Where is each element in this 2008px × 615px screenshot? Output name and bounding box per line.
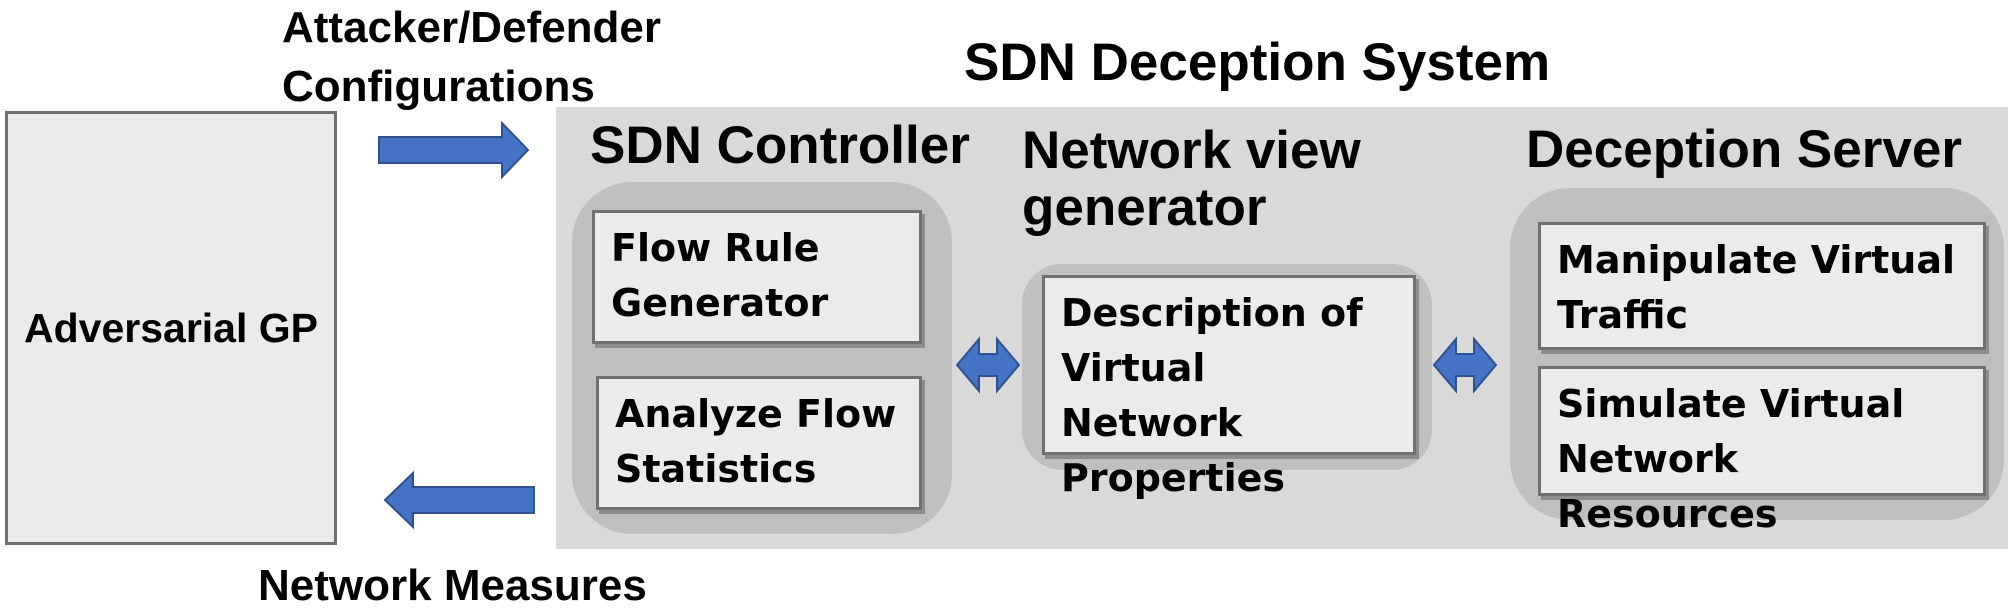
virtual-network-properties-box: Description of Virtual Network Propertie… [1042,275,1416,500]
right-arrow-icon [378,121,530,179]
adversarial-gp-label: Adversarial GP [24,304,318,351]
left-arrow-icon [383,471,535,529]
network-view-generator-title: Network view generator [1022,121,1361,238]
configurations-label: Attacker/Defender Configurations [282,3,662,112]
bidirectional-arrow-icon [1432,335,1498,395]
sdn-controller-title: SDN Controller [590,116,970,175]
simulate-virtual-network-resources-box: Simulate Virtual Network Resources [1538,366,1986,536]
manipulate-virtual-traffic-box: Manipulate Virtual Traffic [1538,222,1986,350]
adversarial-gp-box: Adversarial GP [5,111,337,545]
analyze-flow-statistics-box: Analyze Flow Statistics [596,376,922,510]
bidirectional-arrow-icon [955,335,1021,395]
network-measures-label: Network Measures [258,561,647,610]
deception-server-title: Deception Server [1526,120,1962,179]
system-title: SDN Deception System [964,33,1551,92]
flow-rule-generator-box: Flow Rule Generator [592,210,922,344]
